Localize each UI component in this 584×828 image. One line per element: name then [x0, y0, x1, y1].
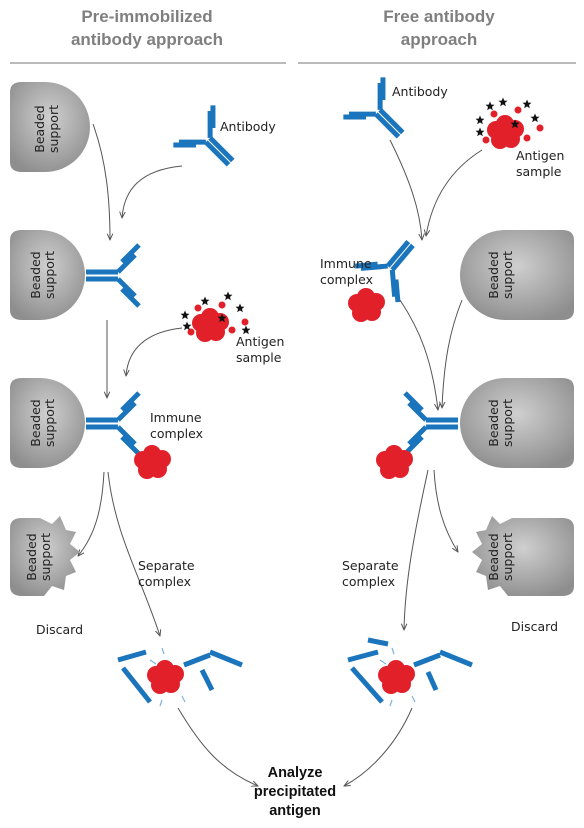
fragment-marks — [149, 647, 186, 707]
arrow-icon — [92, 123, 110, 240]
header-left-line-1: Pre-immobilized — [81, 7, 212, 26]
arrow-icon — [78, 471, 105, 556]
antigen-sample-label: sample — [516, 164, 562, 179]
antibody-icon — [403, 391, 458, 456]
arrow-icon — [122, 165, 183, 218]
bead-icon: Beaded support — [10, 82, 90, 172]
separate-complex-label: complex — [138, 574, 191, 589]
bead-label: support — [38, 533, 53, 581]
bead-icon: Beaded support — [10, 230, 85, 320]
bead-label: support — [42, 251, 57, 299]
arrow-icon — [389, 139, 422, 240]
bead-label: support — [500, 533, 515, 581]
discard-label: Discard — [36, 622, 83, 637]
bead-label: Beaded — [486, 533, 501, 581]
antibody-icon — [343, 77, 405, 139]
bead-icon: Beaded support — [460, 378, 574, 468]
antigen-icon — [378, 660, 415, 694]
arrow-icon — [442, 299, 463, 408]
arrow-icon — [107, 471, 160, 636]
immune-complex-label: Immune — [150, 410, 202, 425]
final-label: Analyze precipitated antigen — [254, 765, 336, 819]
bead-label: Beaded — [28, 399, 43, 447]
antigen-icon — [134, 445, 171, 479]
antigen-sample-label: Antigen — [516, 148, 564, 163]
immune-complex-label: complex — [320, 272, 373, 287]
antigen-sample-label: sample — [236, 350, 282, 365]
arrow-icon — [433, 469, 458, 552]
antigen-icon — [482, 106, 544, 149]
bead-label: support — [500, 251, 515, 299]
bead-label: support — [500, 399, 515, 447]
arrow-icon — [344, 707, 413, 786]
bead-icon: Beaded support — [472, 516, 574, 596]
final-label-line-1: Analyze — [268, 765, 323, 781]
antibody-icon — [86, 391, 141, 456]
header-right-line-2: approach — [401, 30, 478, 49]
antibody-icon — [354, 239, 415, 303]
bead-label: Beaded — [28, 251, 43, 299]
header-left-line-2: antibody approach — [71, 30, 223, 49]
header-right: Free antibody approach — [383, 7, 495, 49]
immune-complex-label: complex — [150, 426, 203, 441]
separate-complex-label: complex — [342, 574, 395, 589]
fragment-marks — [379, 647, 416, 707]
antibody-icon — [86, 243, 141, 308]
arrow-icon — [126, 327, 183, 376]
antibody-icon — [117, 649, 243, 704]
antibody-label: Antibody — [220, 119, 276, 134]
antibody-icon — [173, 105, 235, 167]
antigen-sample-label: Antigen — [236, 334, 284, 349]
discard-label: Discard — [511, 619, 558, 634]
final-label-line-2: precipitated — [254, 784, 336, 800]
bead-label: Beaded — [32, 105, 47, 153]
bead-icon: Beaded support — [10, 516, 80, 596]
final-label-line-3: antigen — [269, 803, 321, 819]
bead-label: support — [42, 399, 57, 447]
bead-label: Beaded — [486, 399, 501, 447]
antibody-icon — [347, 637, 473, 704]
separate-complex-label: Separate — [138, 558, 195, 573]
antigen-icon — [147, 660, 184, 694]
immune-complex-label: Immune — [320, 256, 372, 271]
antigen-icon — [187, 301, 249, 342]
bead-icon: Beaded support — [460, 230, 574, 320]
bead-label: Beaded — [24, 533, 39, 581]
separate-complex-label: Separate — [342, 558, 399, 573]
arrow-icon — [404, 469, 429, 630]
arrow-icon — [399, 299, 438, 410]
antigen-icon — [348, 288, 385, 322]
bead-label: support — [46, 105, 61, 153]
arrow-icon — [426, 149, 483, 236]
header-left: Pre-immobilized antibody approach — [71, 7, 223, 49]
header-right-line-1: Free antibody — [383, 7, 495, 26]
antibody-label: Antibody — [392, 84, 448, 99]
bead-icon: Beaded support — [10, 378, 85, 468]
bead-label: Beaded — [486, 251, 501, 299]
arrow-icon — [177, 707, 258, 786]
